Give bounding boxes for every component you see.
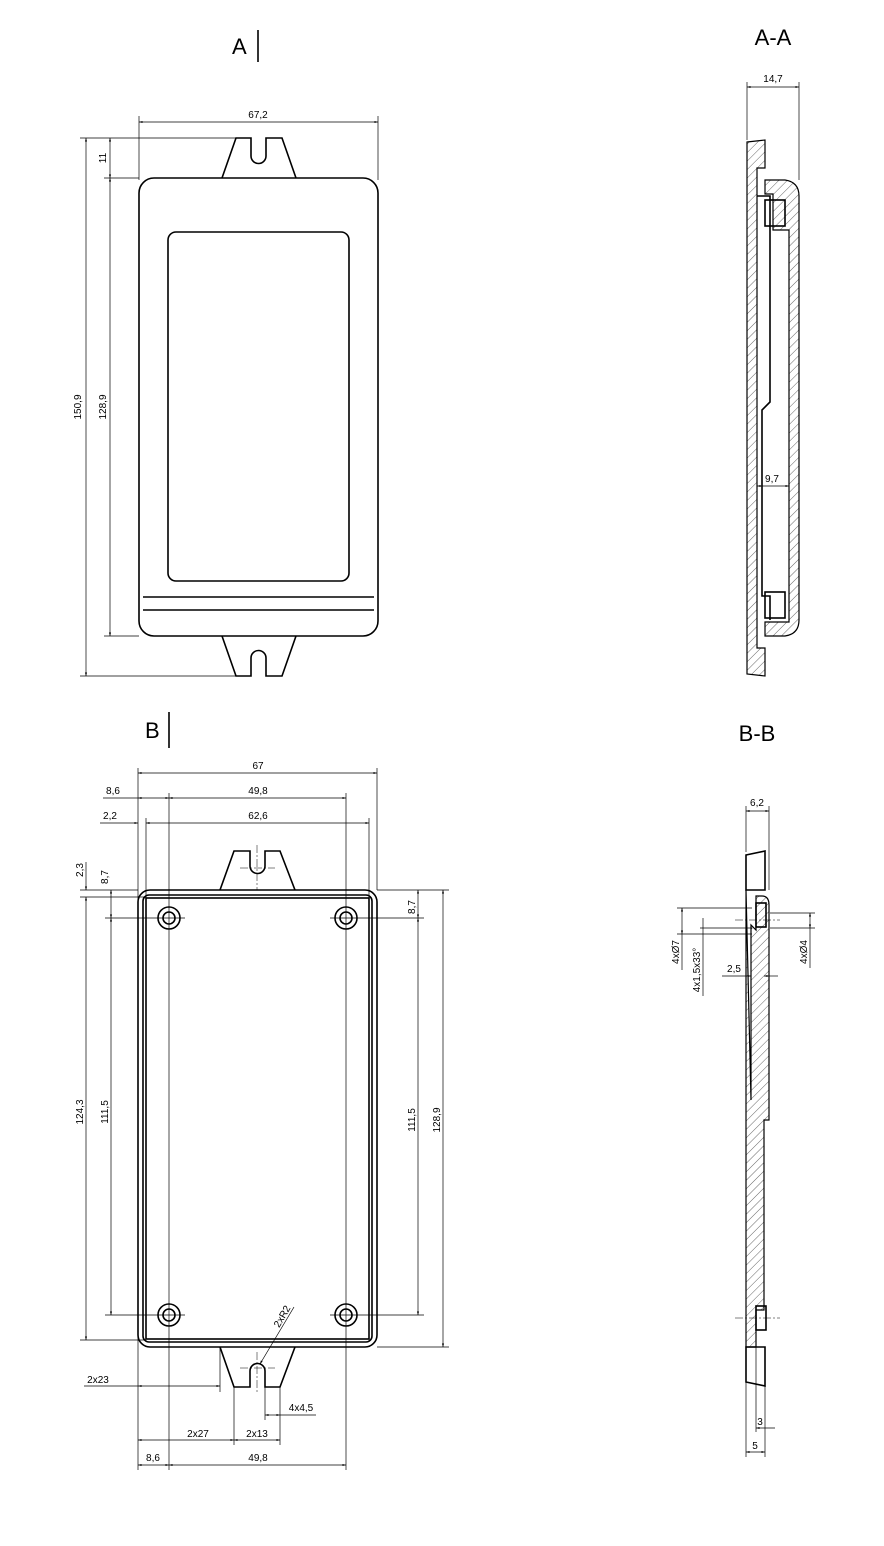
section-b-b: B-B 6,2 4xØ7 4x1,5x33° 2,5 4xØ4 3 5 bbox=[671, 721, 815, 1457]
mounting-tab-top bbox=[221, 137, 297, 179]
dim-hole-offset-v-right: 8,7 bbox=[407, 900, 418, 914]
view-a: A 67,2 150,9 128,9 11 bbox=[73, 30, 379, 677]
dim-chamfer: 4x1,5x33° bbox=[692, 948, 703, 993]
clip bbox=[764, 591, 786, 619]
inner-wall bbox=[142, 894, 373, 1343]
base-section bbox=[745, 889, 770, 1348]
dim-inner-width: 62,6 bbox=[248, 811, 268, 822]
dim-counterbore: 4xØ7 bbox=[671, 940, 682, 964]
inner-cavity bbox=[145, 897, 370, 1340]
tab-section-top bbox=[745, 850, 766, 891]
dim-wall: 2,5 bbox=[727, 964, 741, 975]
view-a-title: A bbox=[232, 34, 247, 59]
screw-boss bbox=[755, 902, 767, 928]
dim-wall-offset: 2,2 bbox=[103, 811, 117, 822]
display-window bbox=[167, 231, 350, 582]
view-b: B 67 bbox=[75, 712, 449, 1470]
dim-body-height: 128,9 bbox=[432, 1107, 443, 1132]
section-aa-title: A-A bbox=[755, 25, 792, 50]
cover-section bbox=[764, 179, 800, 637]
dim-slot-width: 4x4,5 bbox=[289, 1403, 314, 1414]
dim-hole-spacing-top: 49,8 bbox=[248, 786, 268, 797]
base-plate-section bbox=[746, 139, 766, 677]
screw-holes bbox=[157, 906, 358, 1327]
dim-tab-pos: 2x27 bbox=[187, 1429, 209, 1440]
dim-tab-height: 11 bbox=[98, 152, 109, 163]
dim-tab-offset: 2x23 bbox=[87, 1375, 109, 1386]
dim-hole-offset-bottom: 8,6 bbox=[146, 1453, 160, 1464]
dim-total: 5 bbox=[752, 1441, 758, 1452]
dim-inner-height: 124,3 bbox=[75, 1099, 86, 1124]
dim-width: 67 bbox=[252, 761, 264, 772]
dim-aa-inner-depth: 9,7 bbox=[765, 474, 779, 485]
dim-hole-spacing-bottom: 49,8 bbox=[248, 1453, 268, 1464]
enclosure-body bbox=[138, 177, 379, 637]
view-b-title: B bbox=[145, 718, 160, 743]
dim-tab-radius: 2xR2 bbox=[272, 1304, 293, 1330]
dim-plate: 3 bbox=[757, 1417, 763, 1428]
dim-hole-spacing-v-left: 111,5 bbox=[100, 1100, 111, 1124]
dim-top-step: 2,3 bbox=[75, 863, 86, 877]
clip bbox=[764, 199, 786, 227]
section-a-a: A-A 14,7 9,7 bbox=[746, 25, 800, 677]
enclosure-body bbox=[137, 889, 378, 1348]
dim-width: 67,2 bbox=[248, 110, 268, 121]
mounting-tab-bottom bbox=[219, 1346, 296, 1388]
dim-hole-offset-top: 8,6 bbox=[106, 786, 120, 797]
tab-section-bottom bbox=[745, 1346, 766, 1387]
dim-hole-offset-v-left: 8,7 bbox=[100, 870, 111, 884]
section-bb-title: B-B bbox=[739, 721, 776, 746]
dim-aa-depth: 14,7 bbox=[763, 74, 783, 85]
dim-body-height: 128,9 bbox=[98, 394, 109, 419]
mounting-tab-top bbox=[219, 850, 296, 891]
dim-hole-spacing-v-right: 111,5 bbox=[407, 1108, 418, 1132]
dim-tab-width: 2x13 bbox=[246, 1429, 268, 1440]
dim-hole: 4xØ4 bbox=[799, 940, 810, 964]
dim-bb-depth: 6,2 bbox=[750, 798, 764, 809]
inner-frame bbox=[757, 195, 771, 620]
dim-total-height: 150,9 bbox=[73, 394, 84, 419]
mounting-tab-bottom bbox=[221, 635, 297, 677]
